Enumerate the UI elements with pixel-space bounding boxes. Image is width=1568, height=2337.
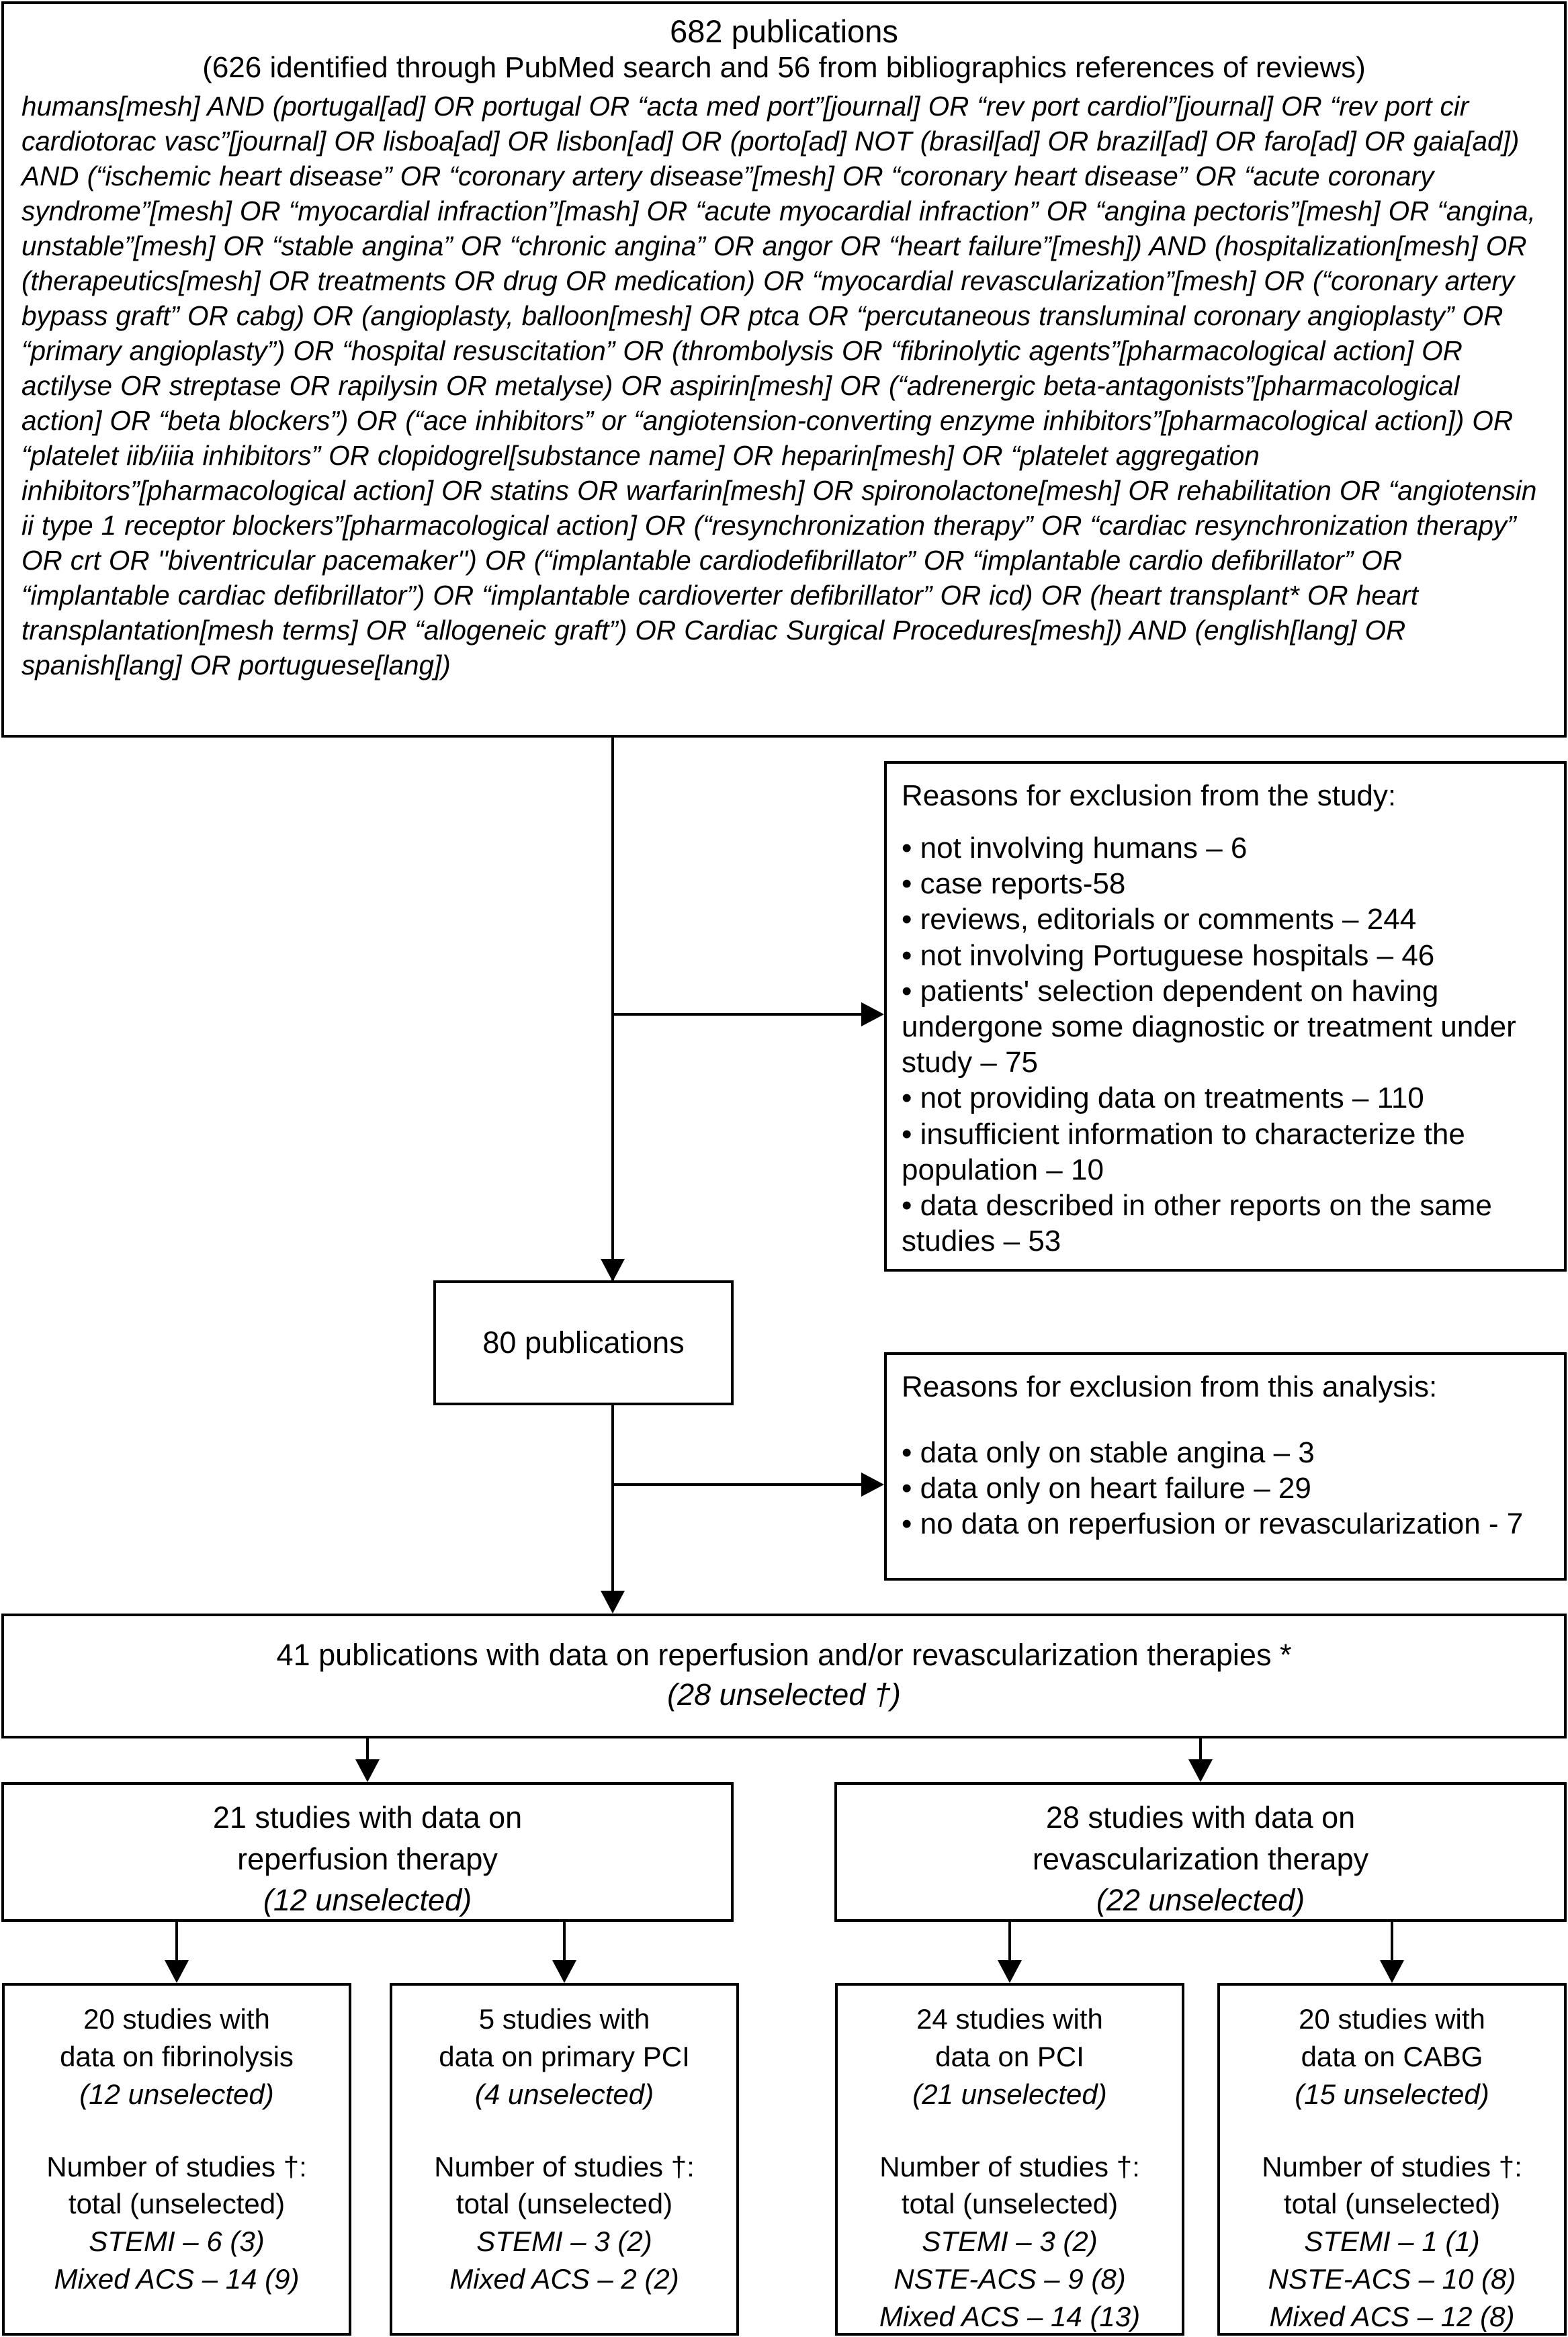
fibrinolysis-head2: total (unselected): [68, 2188, 286, 2220]
pci-row: STEMI – 3 (2): [922, 2225, 1098, 2258]
reperfusion-line3: (12 unselected): [263, 1883, 472, 1918]
list-item: not providing data on treatments – 110: [902, 1080, 1551, 1116]
cabg-row: Mixed ACS – 12 (8): [1269, 2301, 1515, 2333]
connector-reperfusion-to-primary-pci: [563, 1922, 566, 1964]
connector-to-exclusion-study: [611, 1013, 861, 1016]
cabg-row: NSTE-ACS – 10 (8): [1268, 2263, 1516, 2295]
reperfusion-line1: 21 studies with data on: [212, 1800, 523, 1835]
spacer: [838, 2113, 1182, 2148]
connector-41-to-revascularization: [1199, 1738, 1202, 1760]
exclusion-analysis-heading: Reasons for exclusion from this analysis…: [902, 1370, 1438, 1403]
pci-head2: total (unselected): [901, 2188, 1119, 2220]
fibrinolysis-line2: data on fibrinolysis: [60, 2040, 294, 2072]
list-item: data only on heart failure – 29: [902, 1470, 1551, 1506]
total-publications-subtitle: (626 identified through PubMed search an…: [202, 50, 1366, 84]
total-publications-title: 682 publications: [670, 13, 898, 49]
cabg-line1: 20 studies with: [1299, 2003, 1485, 2035]
arrowhead-to-exclusion-analysis: [861, 1472, 884, 1497]
reperfusion-therapy-box: 21 studies with data on reperfusion ther…: [1, 1782, 734, 1922]
arrowhead-to-cabg: [1380, 1960, 1404, 1983]
list-item: not involving humans – 6: [902, 830, 1551, 866]
pci-line3: (21 unselected): [912, 2078, 1107, 2110]
fibrinolysis-line1: 20 studies with: [83, 2003, 270, 2035]
pci-line1: 24 studies with: [916, 2003, 1103, 2035]
cabg-box: 20 studies with data on CABG (15 unselec…: [1217, 1983, 1567, 2336]
pci-box: 24 studies with data on PCI (21 unselect…: [835, 1983, 1184, 2336]
exclusion-from-analysis-panel: Reasons for exclusion from this analysis…: [884, 1352, 1567, 1581]
connector-revascularization-to-cabg: [1391, 1922, 1393, 1964]
arrowhead-to-fibrinolysis: [165, 1960, 189, 1983]
list-item: reviews, editorials or comments – 244: [902, 901, 1551, 937]
list-item: data described in other reports on the s…: [902, 1188, 1551, 1259]
fibrinolysis-row: Mixed ACS – 14 (9): [54, 2263, 300, 2295]
list-item: case reports-58: [902, 866, 1551, 901]
arrowhead-to-41: [601, 1591, 625, 1614]
publications-80-box: 80 publications: [433, 1280, 734, 1405]
arrowhead-to-primary-pci: [552, 1960, 576, 1983]
primary-pci-row: STEMI – 3 (2): [476, 2225, 652, 2258]
fibrinolysis-head1: Number of studies †:: [46, 2150, 307, 2182]
pubmed-query-text: humans[mesh] AND (portugal[ad] OR portug…: [21, 90, 1537, 681]
revascularization-therapy-box: 28 studies with data on revascularizatio…: [834, 1782, 1567, 1922]
cabg-row: STEMI – 1 (1): [1304, 2225, 1480, 2258]
exclusion-study-list: not involving humans – 6 case reports-58…: [902, 830, 1551, 1260]
spacer: [1220, 2113, 1564, 2148]
arrowhead-to-pci: [998, 1960, 1022, 1983]
arrowhead-to-80: [601, 1259, 625, 1282]
primary-pci-row: Mixed ACS – 2 (2): [449, 2263, 679, 2295]
publications-80-label: 80 publications: [482, 1325, 685, 1360]
connector-revascularization-to-pci: [1008, 1922, 1011, 1964]
arrowhead-to-revascularization: [1188, 1759, 1213, 1782]
reperfusion-line2: reperfusion therapy: [237, 1841, 498, 1876]
arrowhead-to-exclusion-study: [861, 1002, 884, 1026]
pci-row: Mixed ACS – 14 (13): [879, 2301, 1141, 2333]
fibrinolysis-line3: (12 unselected): [79, 2078, 274, 2110]
list-item: insufficient information to characterize…: [902, 1116, 1551, 1188]
fibrinolysis-box: 20 studies with data on fibrinolysis (12…: [2, 1983, 351, 2336]
cabg-head2: total (unselected): [1283, 2188, 1501, 2220]
pci-head1: Number of studies †:: [879, 2150, 1140, 2182]
fibrinolysis-row: STEMI – 6 (3): [89, 2225, 265, 2258]
spacer: [392, 2113, 736, 2148]
exclusion-from-study-panel: Reasons for exclusion from the study: no…: [884, 761, 1567, 1272]
cabg-line3: (15 unselected): [1295, 2078, 1489, 2110]
pci-line2: data on PCI: [935, 2040, 1084, 2072]
primary-pci-head2: total (unselected): [455, 2188, 673, 2220]
arrowhead-to-reperfusion: [355, 1759, 380, 1782]
connector-to-exclusion-analysis: [611, 1483, 861, 1486]
revascularization-line3: (22 unselected): [1096, 1883, 1305, 1918]
revascularization-line2: revascularization therapy: [1032, 1841, 1369, 1876]
list-item: patients' selection dependent on having …: [902, 973, 1551, 1081]
primary-pci-line2: data on primary PCI: [439, 2040, 690, 2072]
spacer: [5, 2113, 349, 2148]
publications-41-line2: (28 unselected †): [667, 1677, 901, 1712]
list-item: not involving Portuguese hospitals – 46: [902, 938, 1551, 973]
primary-pci-head1: Number of studies †:: [434, 2150, 695, 2182]
revascularization-line1: 28 studies with data on: [1045, 1800, 1356, 1835]
primary-pci-box: 5 studies with data on primary PCI (4 un…: [390, 1983, 739, 2336]
cabg-line2: data on CABG: [1301, 2040, 1483, 2072]
connector-reperfusion-to-fibrinolysis: [175, 1922, 178, 1964]
list-item: no data on reperfusion or revascularizat…: [902, 1506, 1551, 1542]
exclusion-analysis-list: data only on stable angina – 3 data only…: [902, 1435, 1551, 1542]
search-summary-box: 682 publications (626 identified through…: [1, 1, 1567, 738]
primary-pci-line1: 5 studies with: [478, 2003, 650, 2035]
pci-row: NSTE-ACS – 9 (8): [894, 2263, 1126, 2295]
connector-80-to-41: [611, 1405, 614, 1591]
connector-41-to-reperfusion: [366, 1738, 369, 1760]
connector-top-to-80: [611, 738, 614, 1282]
list-item: data only on stable angina – 3: [902, 1435, 1551, 1470]
publications-41-box: 41 publications with data on reperfusion…: [1, 1614, 1567, 1738]
exclusion-study-heading: Reasons for exclusion from the study:: [902, 779, 1397, 812]
publications-41-line1: 41 publications with data on reperfusion…: [276, 1638, 1292, 1672]
primary-pci-line3: (4 unselected): [474, 2078, 654, 2110]
cabg-head1: Number of studies †:: [1262, 2150, 1522, 2182]
